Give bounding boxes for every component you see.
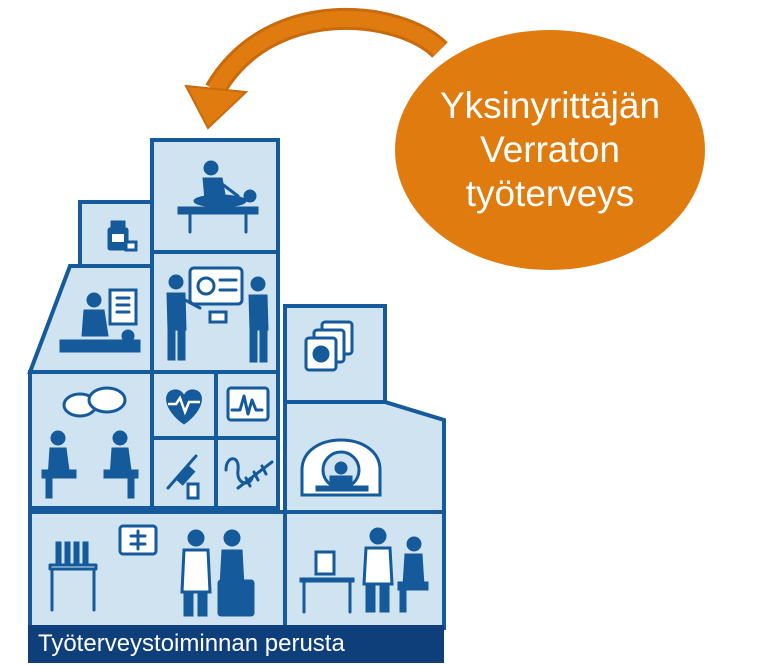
syringe-icon bbox=[166, 454, 200, 500]
service-bubble: Yksinyrittäjän Verraton työterveys bbox=[395, 30, 705, 270]
block-syringe bbox=[150, 436, 218, 510]
physiotherapy-icon bbox=[177, 160, 259, 234]
lab-testing-icon bbox=[48, 524, 255, 617]
doctor-xray-icon bbox=[59, 288, 141, 353]
bubble-line-2: Verraton bbox=[480, 129, 620, 170]
foundation-bar: Työterveystoiminnan perusta bbox=[28, 625, 444, 663]
office-ergonomics-icon bbox=[299, 527, 429, 614]
mri-scanner-icon bbox=[300, 438, 382, 497]
ecg-monitor-icon bbox=[226, 386, 270, 422]
suture-icon bbox=[224, 457, 274, 490]
conversation-icon bbox=[41, 386, 139, 499]
foundation-label: Työterveystoiminnan perusta bbox=[38, 630, 345, 657]
medicine-bottle-icon bbox=[107, 220, 138, 252]
bubble-line-1: Yksinyrittäjän bbox=[439, 85, 661, 126]
curved-arrow bbox=[184, 7, 448, 130]
bubble-line-3: työterveys bbox=[465, 173, 635, 214]
scan-images-icon bbox=[304, 320, 354, 372]
block-suture bbox=[214, 436, 280, 510]
heart-icon bbox=[166, 389, 202, 425]
ultrasound-icon bbox=[166, 266, 269, 363]
